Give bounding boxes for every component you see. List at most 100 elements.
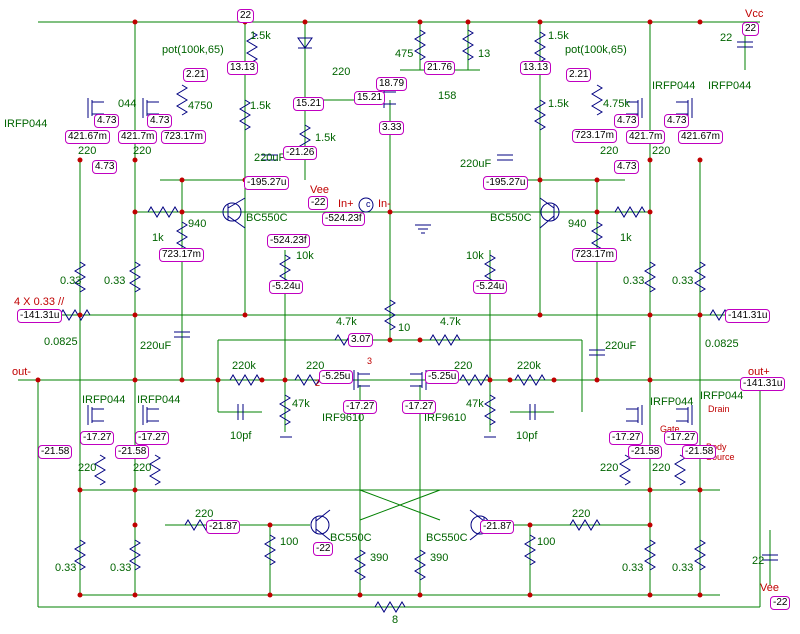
- resistor-033-4: [694, 261, 706, 293]
- irfp-tr1-label: IRFP044: [652, 80, 696, 92]
- resistor-220-br1: [619, 454, 631, 486]
- r158-label: 158: [438, 90, 457, 102]
- c10p-left-label: 10pf: [230, 430, 252, 442]
- probe-5-25-left: -5.25u: [319, 370, 354, 384]
- resistor-033-1: [74, 261, 86, 293]
- probe-195-27-right: -195.27u: [483, 176, 529, 190]
- r033-7-label: 0.33: [622, 562, 644, 574]
- input-source-icon: [358, 197, 374, 213]
- r4k75-label: 4.75k: [603, 98, 630, 110]
- r390-left-label: 390: [370, 552, 389, 564]
- resistor-033-3: [644, 261, 656, 293]
- r033-6-label: 0.33: [110, 562, 132, 574]
- r033-3-label: 0.33: [623, 275, 645, 287]
- probe-17-27-d: -17.27: [135, 431, 170, 445]
- r1k5-d-label: 1.5k: [548, 30, 569, 42]
- bc550c-br-label: BC550C: [426, 532, 468, 544]
- probe-13-13-left: 13.13: [227, 61, 259, 75]
- probe-21-87-right: -21.87: [480, 520, 515, 534]
- probe-21-58-d: -21.58: [682, 445, 717, 459]
- resistor-033-7: [644, 539, 656, 571]
- mosfet-irfp044-bl: [87, 405, 104, 425]
- c220u-mid-right-label: 220uF: [605, 340, 637, 352]
- probe-17-27-e: -17.27: [609, 431, 644, 445]
- c220u-mid-left-label: 220uF: [140, 340, 172, 352]
- r220-br1-label: 220: [600, 462, 619, 474]
- resistor-4750: [176, 84, 188, 116]
- transistor-bc550c-right: [539, 197, 560, 229]
- resistor-1k5-top-left: [246, 31, 258, 63]
- irf9610-left-label: IRF9610: [322, 412, 365, 424]
- r47k-left-label: 47k: [292, 398, 310, 410]
- transistor-bc550c-bl: [310, 509, 331, 541]
- probe-723-17-b: 723.17m: [159, 248, 204, 262]
- resistor-100-left: [264, 534, 276, 566]
- resistor-1k5-left: [239, 99, 251, 131]
- pin2-label: 2: [315, 378, 321, 388]
- r033-8-label: 0.33: [672, 562, 694, 574]
- zener-top: [297, 37, 313, 49]
- probe-17-27-b: -17.27: [402, 400, 437, 414]
- r1k-right-label: 1k: [620, 232, 632, 244]
- r10k-left-label: 10k: [296, 250, 314, 262]
- out-plus-port: out+: [748, 366, 770, 378]
- r220k-left-label: 220k: [232, 360, 256, 372]
- resistor-13: [462, 29, 474, 61]
- source-pin-label: Source: [706, 452, 735, 462]
- irfp-bl2-label: IRFP044: [137, 394, 181, 406]
- probe-421-7-left: 421.7m: [118, 130, 158, 144]
- resistor-10: [384, 299, 396, 331]
- r1k5-e-label: 1.5k: [548, 98, 569, 110]
- resistor-033-2: [129, 261, 141, 293]
- probe-421-67-left: 421.67m: [65, 130, 110, 144]
- resistor-220k-left: [229, 374, 261, 386]
- pot-right-label: pot(100k,65): [565, 44, 627, 56]
- irfp-tr2-label: IRFP044: [708, 80, 752, 92]
- probe-17-27-a: -17.27: [343, 400, 378, 414]
- mosfet-irfp044-tr: [626, 98, 643, 118]
- c220u-left-label: 220uF: [254, 152, 286, 164]
- r033-1-label: 0.33: [60, 275, 82, 287]
- r220-tr2-label: 220: [652, 145, 671, 157]
- junction-dots: [35, 19, 763, 598]
- probe-141-31-left: -141.31u: [17, 309, 63, 323]
- probe-141-31-right: -141.31u: [725, 309, 771, 323]
- transistor-bc550c-left: [222, 197, 246, 229]
- bc550c-bl-label: BC550C: [330, 532, 372, 544]
- resistor-220-bl2: [149, 454, 161, 486]
- probe-17-27-c: -17.27: [80, 431, 115, 445]
- r47k-right-label: 47k: [466, 398, 484, 410]
- bc550c-left-label: BC550C: [246, 212, 288, 224]
- probe-2-21-left: 2.21: [183, 68, 209, 82]
- probe-13-13-right: 13.13: [520, 61, 552, 75]
- probe-18-79: 18.79: [376, 77, 408, 91]
- r10k-right-label: 10k: [466, 250, 484, 262]
- c220u-right-label: 220uF: [460, 158, 492, 170]
- r220-tl2-label: 220: [133, 145, 152, 157]
- r1k5-b-label: 1.5k: [250, 100, 271, 112]
- r033-2-label: 0.33: [104, 275, 126, 287]
- capacitor-vee: [762, 554, 778, 561]
- r220-tl1-label: 220: [78, 145, 97, 157]
- r10-label: 10: [398, 322, 411, 334]
- resistor-1k5-top-right: [534, 31, 546, 63]
- top-node-probe: 22: [237, 9, 255, 23]
- four-x-033-label: 4 X 0.33 //: [14, 296, 65, 308]
- r220-bml-label: 220: [195, 508, 214, 520]
- gate-pin-label: Gate: [660, 424, 680, 434]
- probe-4-73-e: 4.73: [664, 114, 690, 128]
- probe-524-23f-center: -524.23f: [322, 212, 365, 226]
- probe-21-87-left: -21.87: [206, 520, 241, 534]
- r1k5-c-label: 1.5k: [315, 132, 336, 144]
- body-pin-label: Body: [706, 442, 727, 452]
- mosfet-irf9610-left: [353, 370, 370, 390]
- r4k7-right-label: 4.7k: [440, 316, 461, 328]
- probe-4-73-c: 4.73: [92, 160, 118, 174]
- probe-723-17-d: 723.17m: [572, 248, 617, 262]
- bc550c-right-label: BC550C: [490, 212, 532, 224]
- capacitor-220uf-mid-right: [589, 349, 605, 356]
- capacitor-220uf-right: [497, 154, 513, 161]
- resistor-033-5: [74, 539, 86, 571]
